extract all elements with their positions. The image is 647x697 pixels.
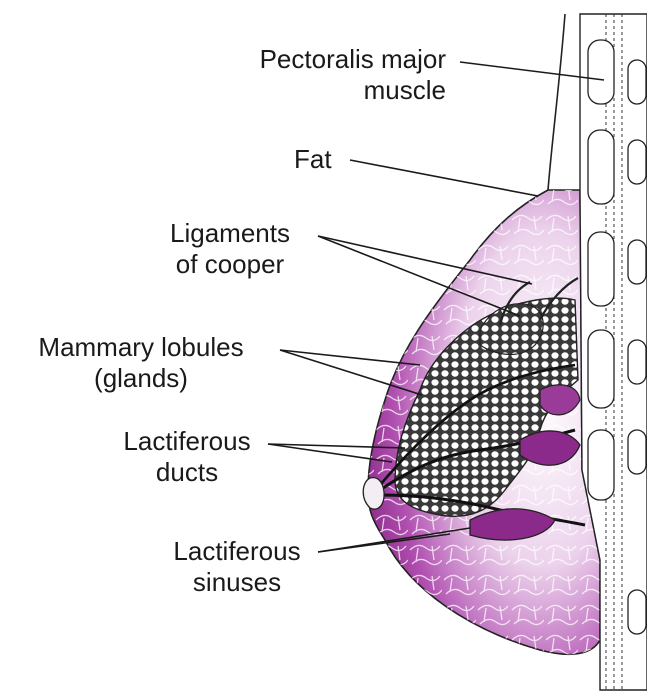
label-lactiferous-ducts: Lactiferous ducts [108, 426, 266, 488]
label-lobules-line1: Mammary lobules [10, 332, 272, 363]
label-pectoralis-line1: Pectoralis major [218, 44, 446, 75]
label-mammary-lobules: Mammary lobules (glands) [10, 332, 272, 394]
label-sinuses-line2: sinuses [158, 567, 316, 598]
leader-fat [350, 160, 538, 196]
chest-wall-outline [548, 14, 565, 190]
label-pectoralis-major-muscle: Pectoralis major muscle [218, 44, 446, 106]
nipple [363, 478, 384, 510]
label-pectoralis-line2: muscle [218, 75, 446, 106]
label-fat: Fat [294, 144, 332, 175]
label-lobules-line2: (glands) [10, 363, 272, 394]
label-lactiferous-sinuses: Lactiferous sinuses [158, 536, 316, 598]
label-sinuses-line1: Lactiferous [158, 536, 316, 567]
leader-lobules-a [280, 350, 420, 365]
label-ducts-line2: ducts [108, 457, 266, 488]
label-ducts-line1: Lactiferous [108, 426, 266, 457]
label-ligaments-of-cooper: Ligaments of cooper [150, 218, 310, 280]
label-ligaments-line2: of cooper [150, 249, 310, 280]
label-fat-line1: Fat [294, 144, 332, 175]
label-ligaments-line1: Ligaments [150, 218, 310, 249]
